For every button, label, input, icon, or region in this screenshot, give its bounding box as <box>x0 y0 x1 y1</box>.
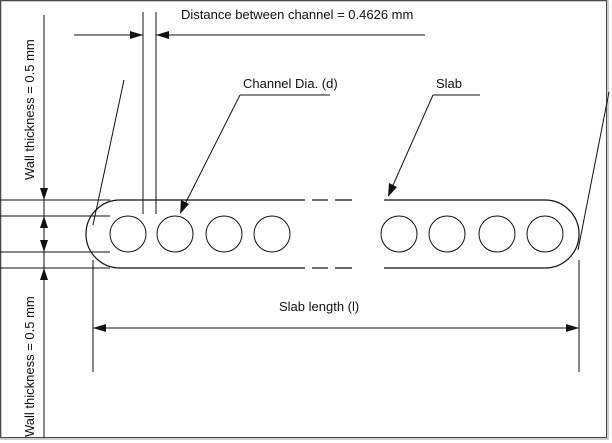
slab-leader: Slab <box>388 76 480 197</box>
wall-thickness-label-bottom: Wall thickness = 0.5 mm <box>22 296 37 437</box>
channel-8 <box>526 215 564 253</box>
channels <box>109 215 564 253</box>
wall-arrow-2 <box>40 216 48 228</box>
dim-arrow-left-head <box>130 31 143 39</box>
slab-label: Slab <box>436 76 462 91</box>
channel-5 <box>380 215 418 253</box>
channel-dia-label: Channel Dia. (d) <box>243 76 338 91</box>
wall-arrow-1 <box>40 188 48 200</box>
slab-length-arrow-right <box>566 324 579 332</box>
channel-dia-arrowhead <box>180 200 189 214</box>
channel-1 <box>109 215 147 253</box>
wall-arrow-4 <box>40 268 48 280</box>
wall-arrow-3 <box>40 240 48 252</box>
distance-label: Distance between channel = 0.4626 mm <box>181 7 413 22</box>
right-break-tail <box>577 91 610 251</box>
slab-right-end <box>544 199 580 269</box>
break-tails <box>92 79 610 251</box>
channel-7 <box>478 215 516 253</box>
channel-6 <box>428 215 466 253</box>
slab-leader-line <box>389 94 434 193</box>
slab-length-label: Slab length (l) <box>279 299 359 314</box>
slab-left-end <box>85 199 121 269</box>
channel-2 <box>156 215 194 253</box>
dim-arrow-right-head <box>156 31 169 39</box>
channel-3 <box>205 215 243 253</box>
channel-dia-leader-line <box>181 94 241 211</box>
wall-thickness-dimension: Wall thickness = 0.5 mm Wall thickness =… <box>0 15 110 438</box>
channel-distance-dimension: Distance between channel = 0.4626 mm <box>74 7 425 214</box>
channel-4 <box>253 215 291 253</box>
channel-dia-leader: Channel Dia. (d) <box>180 76 338 214</box>
slab-arrowhead <box>388 183 397 197</box>
slab-length-dimension: Slab length (l) <box>92 260 580 372</box>
left-break-tail <box>92 79 125 226</box>
slab-body <box>85 199 580 269</box>
slab-length-arrow-left <box>93 324 106 332</box>
wall-thickness-label-top: Wall thickness = 0.5 mm <box>22 39 37 180</box>
